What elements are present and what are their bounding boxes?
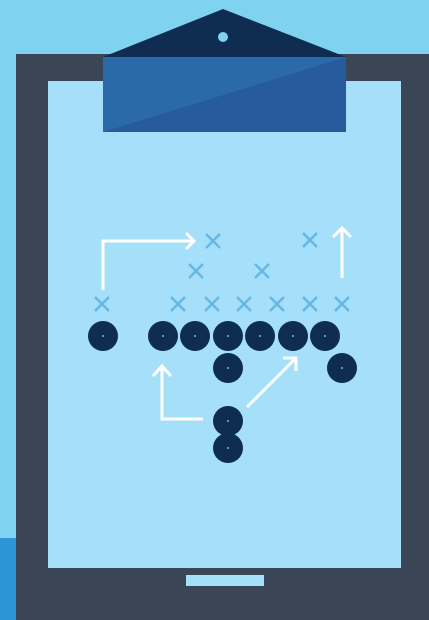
x-marker-icon bbox=[270, 297, 284, 311]
o-marker-icon bbox=[213, 353, 243, 383]
x-marker-icon bbox=[189, 264, 203, 278]
clip-hole bbox=[218, 32, 228, 42]
offense bbox=[88, 321, 357, 463]
defense bbox=[95, 233, 349, 311]
x-marker-icon bbox=[206, 234, 220, 248]
o-marker-icon bbox=[148, 321, 178, 351]
x-marker-icon bbox=[255, 264, 269, 278]
x-marker-icon bbox=[95, 297, 109, 311]
o-marker-icon bbox=[327, 353, 357, 383]
x-marker-icon bbox=[171, 297, 185, 311]
o-marker-icon bbox=[180, 321, 210, 351]
x-marker-icon bbox=[303, 233, 317, 247]
o-marker-icon bbox=[213, 406, 243, 436]
x-marker-icon bbox=[335, 297, 349, 311]
x-marker-icon bbox=[237, 297, 251, 311]
o-marker-icon bbox=[245, 321, 275, 351]
o-marker-icon bbox=[278, 321, 308, 351]
o-marker-icon bbox=[213, 433, 243, 463]
clipboard-clip bbox=[103, 9, 346, 132]
route-arrow-icon bbox=[103, 241, 193, 290]
route-arrow-icon bbox=[247, 358, 296, 407]
o-marker-icon bbox=[213, 321, 243, 351]
o-marker-icon bbox=[88, 321, 118, 351]
o-marker-icon bbox=[310, 321, 340, 351]
x-marker-icon bbox=[303, 297, 317, 311]
x-marker-icon bbox=[205, 297, 219, 311]
